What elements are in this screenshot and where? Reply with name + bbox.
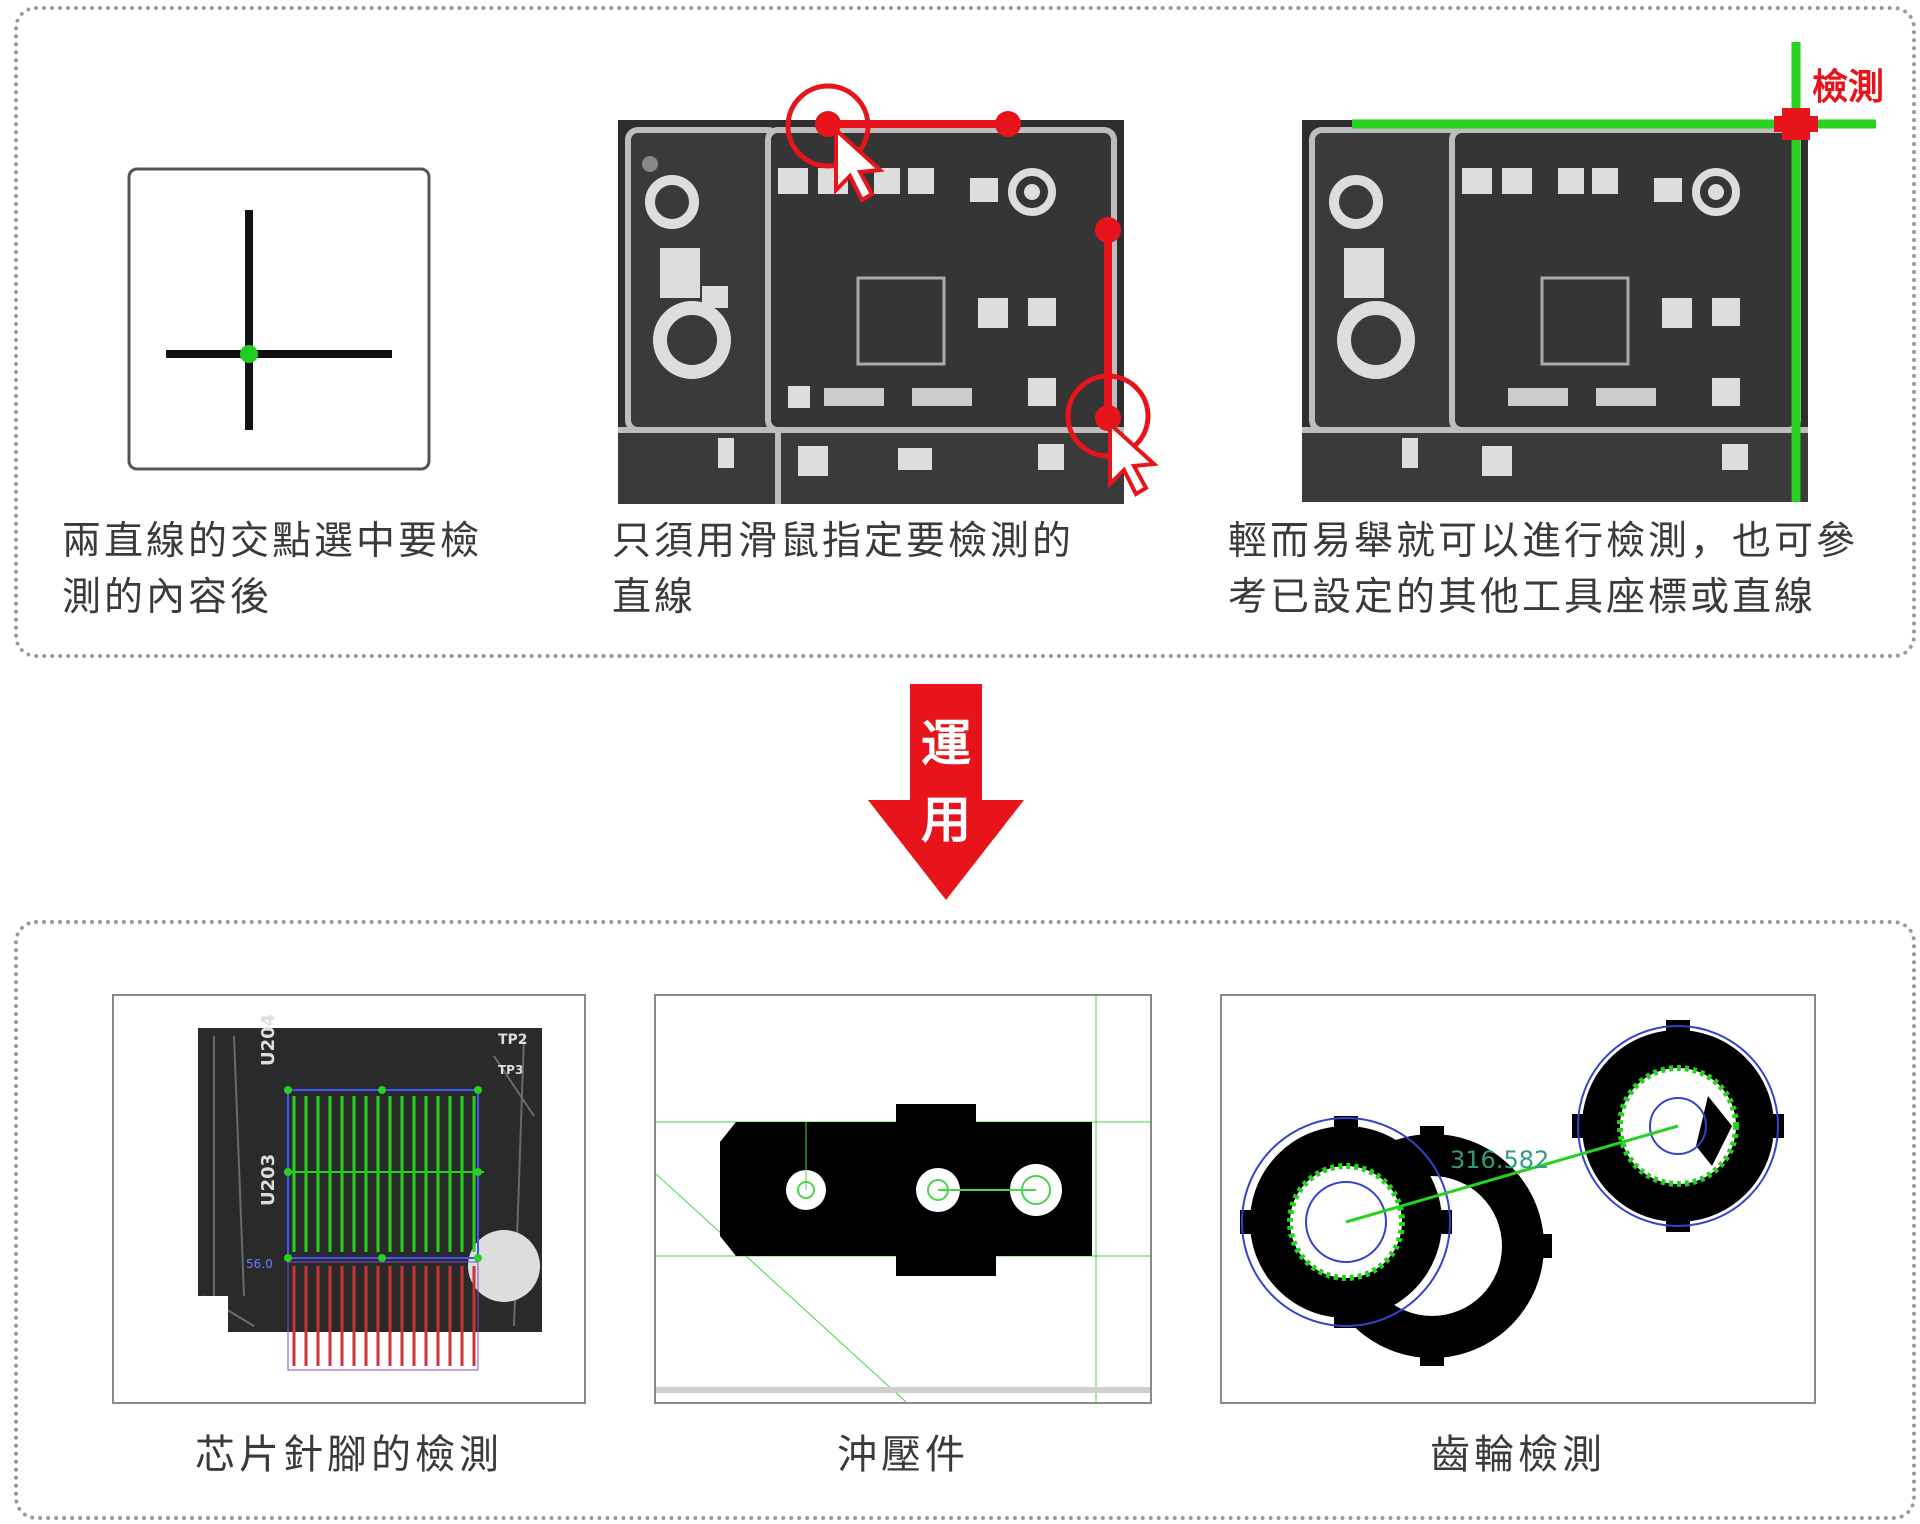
- pcb-label-u204: U204: [258, 1014, 279, 1066]
- pcb-label-u203: U203: [258, 1154, 279, 1206]
- step3-pcb-figure: [1302, 30, 1902, 504]
- step1-caption: 兩直線的交點選中要檢 測的內容後: [62, 514, 482, 626]
- step1-caption-line1: 兩直線的交點選中要檢: [62, 519, 483, 564]
- gear-distance-value: 316.582: [1450, 1146, 1549, 1174]
- arrow-char-1: 運: [921, 715, 971, 773]
- example3-gear-image: 316.582: [1220, 994, 1816, 1404]
- step2-caption: 只須用滑鼠指定要檢測的 直線: [612, 514, 1074, 626]
- example2-caption: 沖壓件: [837, 1432, 969, 1478]
- pcb-label-tp3: TP3: [498, 1063, 523, 1077]
- example1-chip-pin-image: U204 U203 TP2 TP3 56.0: [112, 994, 586, 1404]
- arrow-char-2: 用: [921, 791, 971, 849]
- pcb-label-tp2: TP2: [498, 1032, 528, 1048]
- step2-caption-line2: 直線: [612, 575, 697, 620]
- step3-caption: 輕而易舉就可以進行檢測，也可參 考已設定的其他工具座標或直線: [1228, 514, 1858, 626]
- down-arrow: [868, 684, 1024, 902]
- bottom-panel: [14, 920, 1916, 1520]
- step1-crosshair-figure: [126, 166, 432, 472]
- step3-caption-line1: 輕而易舉就可以進行檢測，也可參: [1228, 519, 1859, 564]
- example2-stamped-part-image: [654, 994, 1152, 1404]
- pin-measure-value: 56.0: [246, 1257, 273, 1271]
- step2-caption-line1: 只須用滑鼠指定要檢測的: [612, 519, 1075, 564]
- top-panel: [14, 6, 1916, 658]
- example1-caption: 芯片針腳的檢測: [195, 1432, 503, 1478]
- step3-caption-line2: 考已設定的其他工具座標或直線: [1228, 575, 1817, 620]
- detect-label: 檢測: [1812, 67, 1885, 108]
- step2-pcb-figure: [618, 78, 1158, 504]
- example3-caption: 齒輪檢測: [1430, 1432, 1606, 1478]
- step1-caption-line2: 測的內容後: [62, 575, 273, 620]
